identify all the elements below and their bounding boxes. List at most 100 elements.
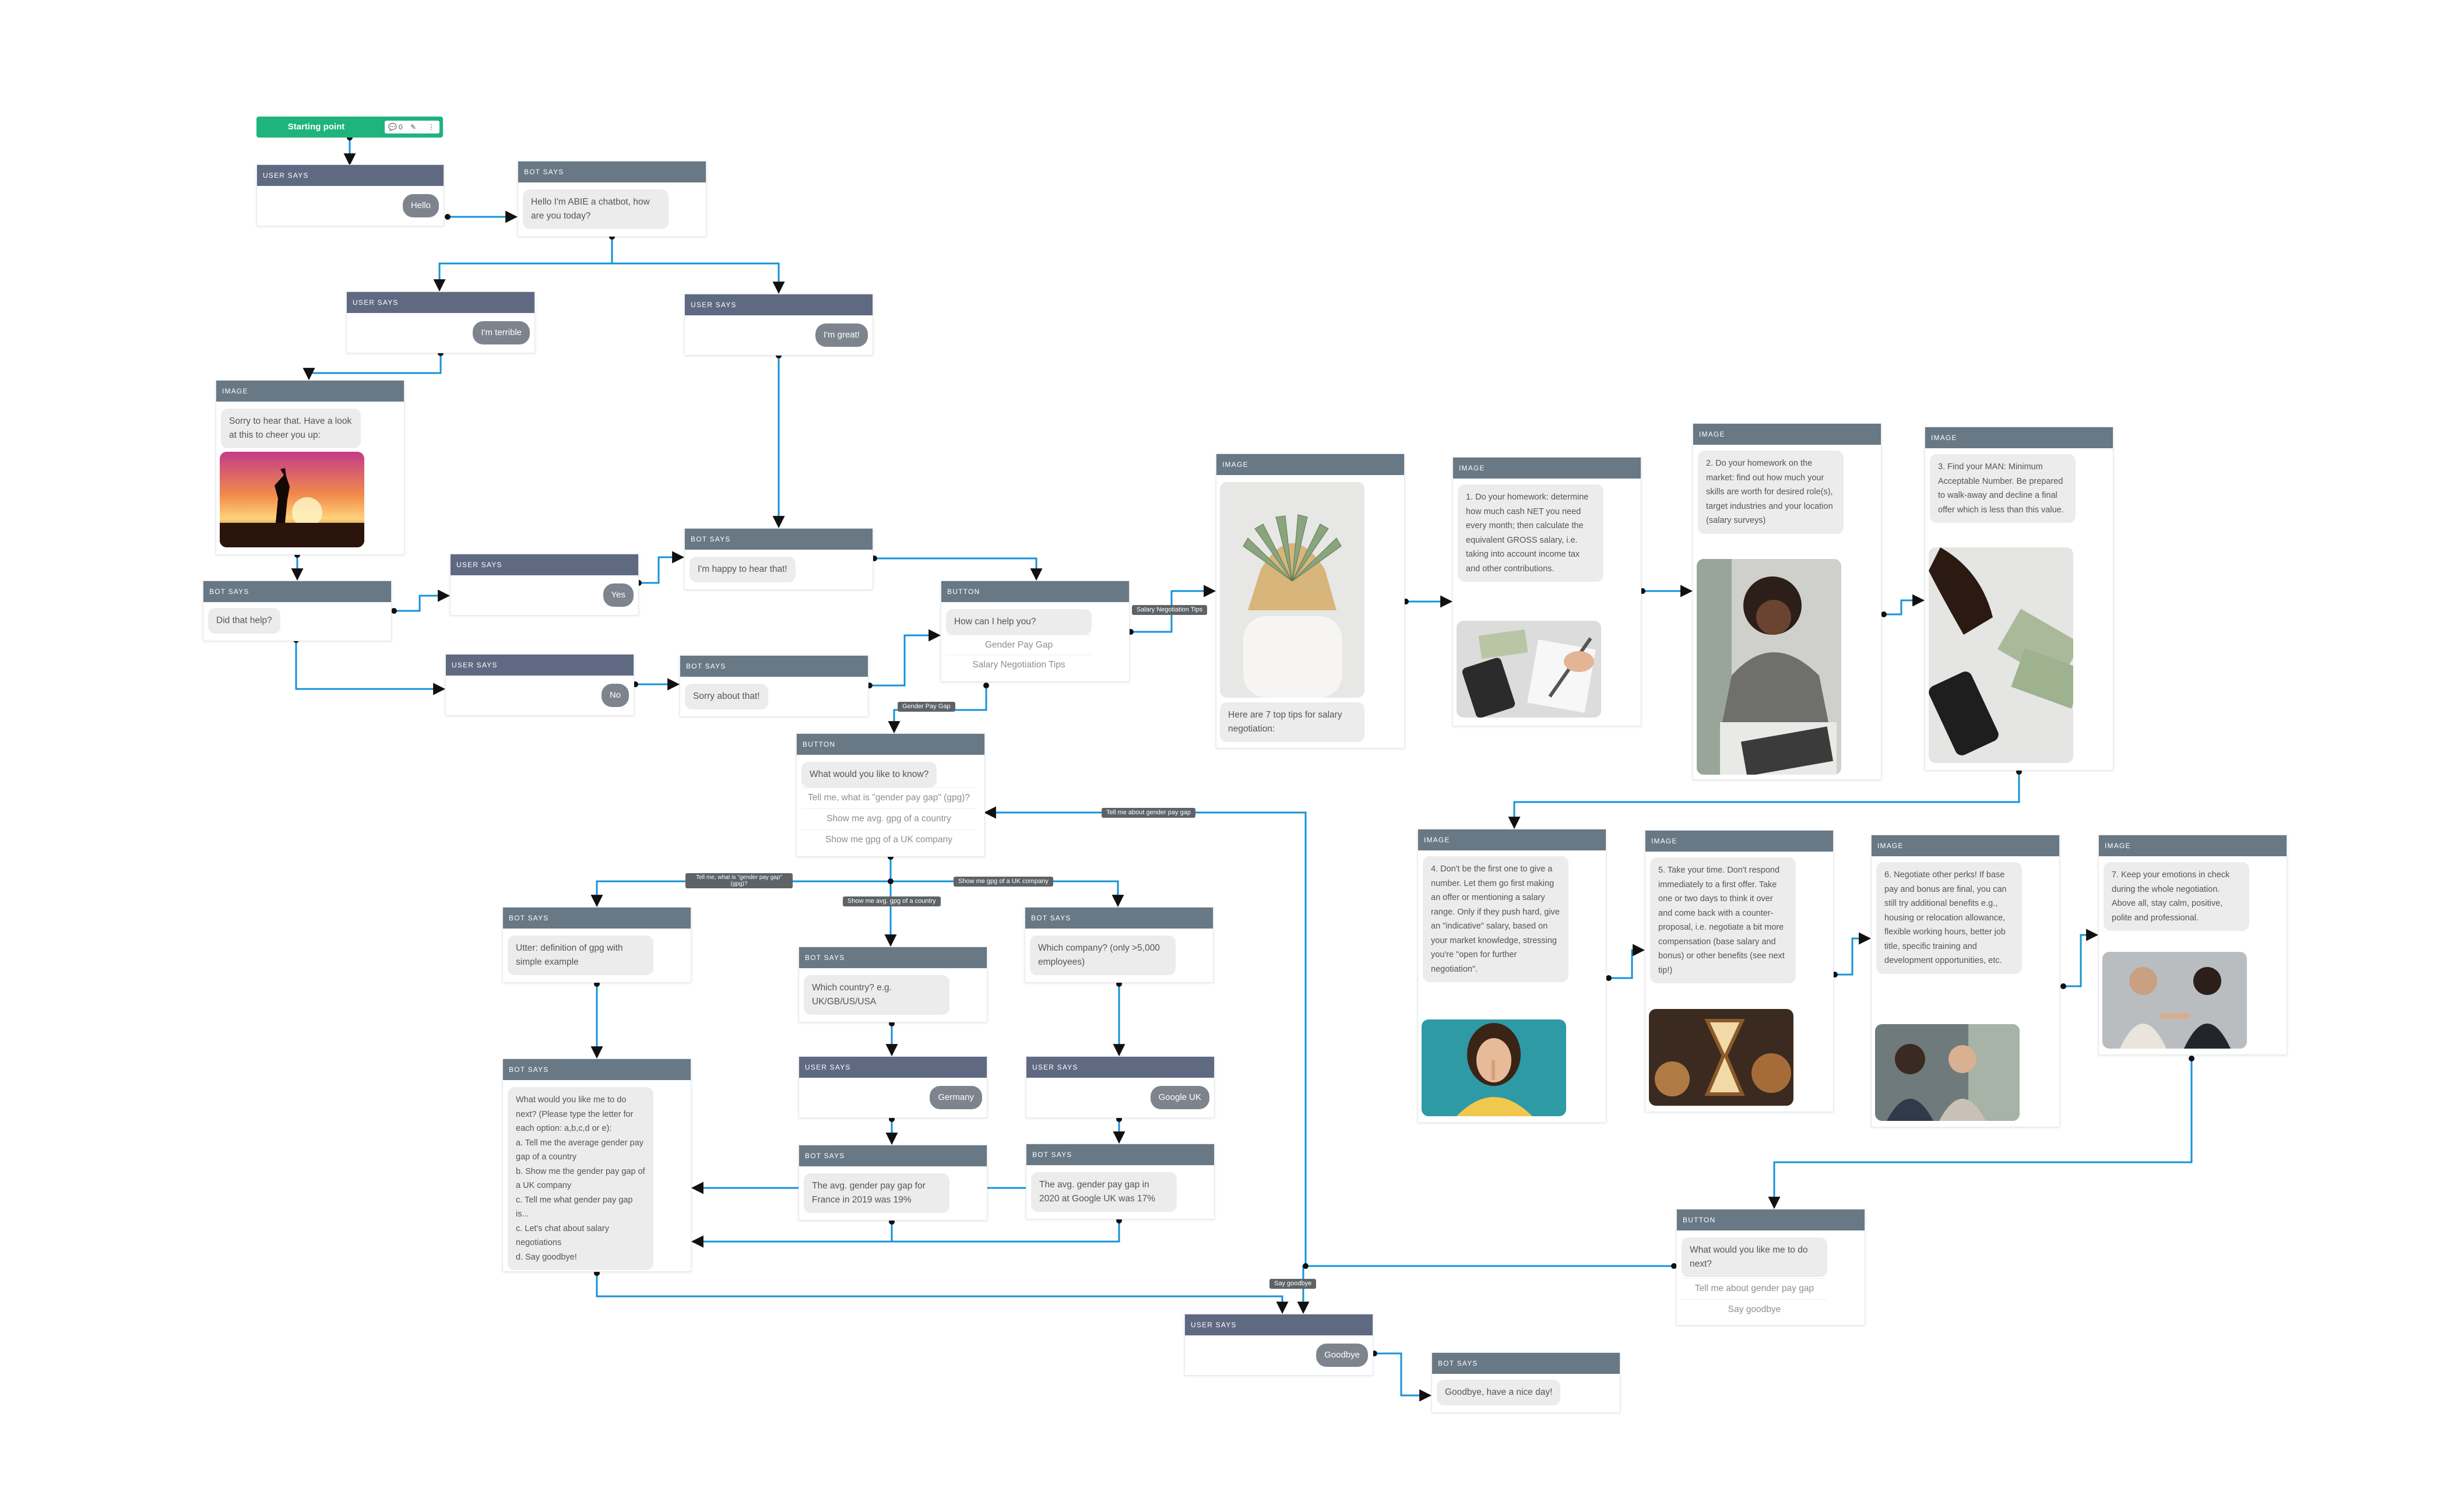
connector-happy-to-help xyxy=(874,557,1043,581)
node-header: IMAGE xyxy=(1453,458,1641,479)
connector-handle[interactable] xyxy=(1671,1263,1677,1269)
connector-goodbye-to-bye xyxy=(1374,1352,1432,1402)
comment-icon[interactable]: 💬 xyxy=(388,123,397,131)
meeting-photo xyxy=(1875,1024,2020,1121)
node-header: USER SAYS xyxy=(685,294,873,315)
node-user-goodbye[interactable]: USER SAYS Goodbye xyxy=(1184,1314,1373,1376)
option-company-gpg[interactable]: Show me gpg of a UK company xyxy=(801,829,976,850)
node-header: BOT SAYS xyxy=(203,581,391,602)
node-user-no[interactable]: USER SAYS No xyxy=(445,654,634,716)
node-bot-happy[interactable]: BOT SAYS I'm happy to hear that! xyxy=(684,528,873,590)
node-bot-france[interactable]: BOT SAYS The avg. gender pay gap for Fra… xyxy=(799,1145,987,1221)
node-user-googleuk[interactable]: USER SAYS Google UK xyxy=(1026,1056,1215,1118)
bot-message: Here are 7 top tips for salary negotiati… xyxy=(1220,702,1364,742)
node-user-terrible[interactable]: USER SAYS I'm terrible xyxy=(346,291,535,353)
node-header: USER SAYS xyxy=(1185,1314,1373,1335)
node-user-great[interactable]: USER SAYS I'm great! xyxy=(684,294,873,356)
user-message: I'm great! xyxy=(815,324,868,347)
bot-message: 7. Keep your emotions in check during th… xyxy=(2104,862,2249,931)
option-country-gpg[interactable]: Show me avg. gpg of a country xyxy=(801,808,976,829)
node-user-germany[interactable]: USER SAYS Germany xyxy=(799,1056,987,1118)
edge-label-country: Show me avg. gpg of a country xyxy=(843,896,941,906)
connector-handle[interactable] xyxy=(1881,611,1887,617)
node-header: IMAGE xyxy=(2099,835,2287,856)
user-message: Yes xyxy=(603,583,634,607)
bot-message: What would you like me to do next? xyxy=(1682,1237,1827,1277)
connector-next-to-goodbye xyxy=(1297,1265,1674,1314)
menu-line: c. Let's chat about salary negotiations xyxy=(516,1223,609,1248)
more-icon[interactable]: ⋮ xyxy=(428,123,435,131)
menu-line: d. Say goodbye! xyxy=(516,1252,577,1262)
option-tell-gpg[interactable]: Tell me about gender pay gap xyxy=(1682,1278,1827,1299)
node-image-tip4[interactable]: IMAGE 4. Don't be the first one to give … xyxy=(1418,829,1606,1123)
node-image-tip5[interactable]: IMAGE 5. Take your time. Don't respond i… xyxy=(1645,830,1834,1112)
node-header: USER SAYS xyxy=(446,655,634,676)
node-bot-intro[interactable]: BOT SAYS Hello I'm ABIE a chatbot, how a… xyxy=(518,161,706,237)
connector-handle[interactable] xyxy=(2189,1056,2194,1061)
connector-handle[interactable] xyxy=(1303,1263,1309,1269)
node-user-yes[interactable]: USER SAYS Yes xyxy=(450,554,639,616)
node-header: BOT SAYS xyxy=(518,161,706,182)
node-header: USER SAYS xyxy=(347,292,534,313)
connector-handle[interactable] xyxy=(2060,983,2066,989)
node-image-tip3[interactable]: IMAGE 3. Find your MAN: Minimum Acceptab… xyxy=(1925,427,2113,771)
node-button-help[interactable]: BUTTON How can I help you? Gender Pay Ga… xyxy=(941,581,1130,682)
bot-message: Hello I'm ABIE a chatbot, how are you to… xyxy=(523,189,669,229)
connector-handle[interactable] xyxy=(983,683,989,688)
bot-message: What would you like me to do next? (Plea… xyxy=(508,1087,653,1270)
bot-message: The avg. gender pay gap in 2020 at Googl… xyxy=(1031,1172,1177,1212)
money-fan-photo xyxy=(1220,482,1364,698)
node-bot-bye[interactable]: BOT SAYS Goodbye, have a nice day! xyxy=(1431,1352,1620,1413)
bot-message: 6. Negotiate other perks! If base pay an… xyxy=(1876,862,2022,974)
connector-intro-to-great xyxy=(611,237,785,294)
connector-handle[interactable] xyxy=(888,878,894,884)
node-bot-sorry[interactable]: BOT SAYS Sorry about that! xyxy=(680,655,868,717)
option-gender-pay-gap[interactable]: Gender Pay Gap xyxy=(946,635,1092,655)
node-header: USER SAYS xyxy=(799,1057,987,1078)
node-image-sorry[interactable]: IMAGE Sorry to hear that. Have a look at… xyxy=(216,380,405,555)
connector-handle[interactable] xyxy=(445,214,451,220)
starting-point-node[interactable]: Starting point 💬 0 ✎ ⋮ xyxy=(256,117,443,138)
node-user-hello[interactable]: USER SAYS Hello xyxy=(256,164,444,226)
node-header: BOT SAYS xyxy=(1432,1353,1620,1374)
connector-handle[interactable] xyxy=(1606,975,1612,981)
node-header: BOT SAYS xyxy=(503,1059,691,1080)
user-message: Google UK xyxy=(1150,1086,1209,1109)
node-image-tips-intro[interactable]: IMAGE Here are 7 top tips for salary neg… xyxy=(1216,453,1405,748)
node-header: BOT SAYS xyxy=(680,656,868,677)
connector-handle[interactable] xyxy=(391,608,397,614)
node-header: IMAGE xyxy=(1418,829,1606,850)
bot-message: Goodbye, have a nice day! xyxy=(1437,1380,1561,1405)
node-bot-didhelp[interactable]: BOT SAYS Did that help? xyxy=(203,581,392,641)
node-bot-google[interactable]: BOT SAYS The avg. gender pay gap in 2020… xyxy=(1026,1144,1215,1219)
connector-tip7-to-next xyxy=(1768,1059,2193,1209)
node-bot-country[interactable]: BOT SAYS Which country? e.g. UK/GB/US/US… xyxy=(799,947,987,1022)
node-header: IMAGE xyxy=(1693,424,1881,445)
node-header: BOT SAYS xyxy=(685,529,873,550)
option-salary-tips[interactable]: Salary Negotiation Tips xyxy=(946,655,1092,675)
node-image-tip2[interactable]: IMAGE 2. Do your homework on the market:… xyxy=(1693,423,1881,780)
node-button-know[interactable]: BUTTON What would you like to know? Tell… xyxy=(796,733,985,857)
node-button-next[interactable]: BUTTON What would you like me to do next… xyxy=(1676,1209,1865,1325)
node-header: BUTTON xyxy=(941,581,1129,602)
connector-terrible-to-image xyxy=(303,353,442,381)
node-header: USER SAYS xyxy=(451,554,638,575)
node-header: BOT SAYS xyxy=(799,947,987,968)
edit-icon[interactable]: ✎ xyxy=(410,123,417,131)
node-bot-menu[interactable]: BOT SAYS What would you like me to do ne… xyxy=(502,1059,691,1272)
node-image-tip1[interactable]: IMAGE 1. Do your homework: determine how… xyxy=(1452,457,1641,726)
bot-message: Did that help? xyxy=(208,608,280,634)
node-bot-define[interactable]: BOT SAYS Utter: definition of gpg with s… xyxy=(502,907,691,983)
connector-tip6-to-tip7 xyxy=(2063,929,2099,987)
connector-sorry-to-help xyxy=(870,629,941,687)
node-image-tip7[interactable]: IMAGE 7. Keep your emotions in check dur… xyxy=(2098,835,2287,1055)
node-bot-company[interactable]: BOT SAYS Which company? (only >5,000 emp… xyxy=(1025,907,1214,983)
edge-label-company: Show me gpg of a UK company xyxy=(954,877,1053,887)
woman-laptop-photo xyxy=(1697,559,1841,775)
node-image-tip6[interactable]: IMAGE 6. Negotiate other perks! If base … xyxy=(1871,835,2060,1127)
bot-message: 2. Do your homework on the market: find … xyxy=(1698,451,1844,534)
option-what-is-gpg[interactable]: Tell me, what is "gender pay gap" (gpg)? xyxy=(801,787,976,808)
node-header: USER SAYS xyxy=(257,165,444,186)
option-say-goodbye[interactable]: Say goodbye xyxy=(1682,1299,1827,1320)
bot-message: 1. Do your homework: determine how much … xyxy=(1458,484,1603,582)
